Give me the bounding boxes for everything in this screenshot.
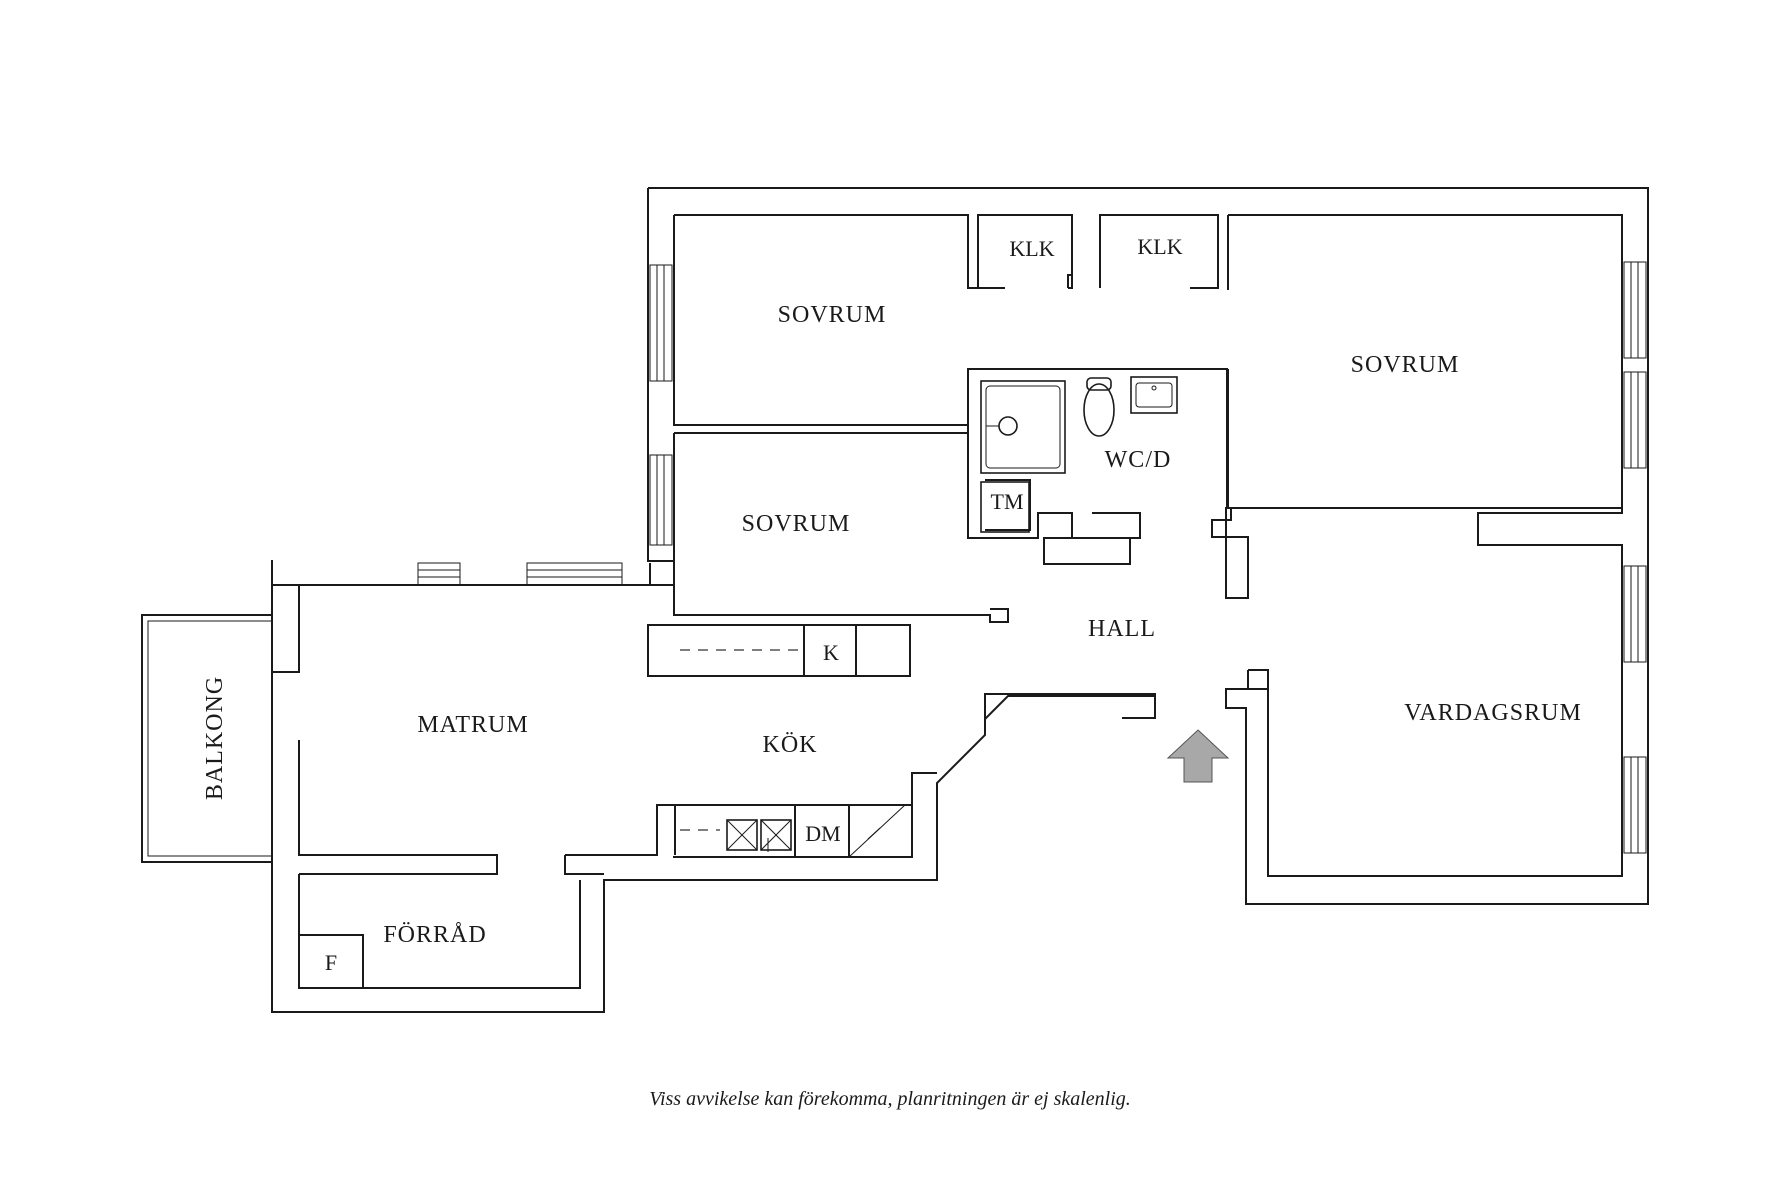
sink-icon: [1130, 376, 1178, 414]
room-label-f: F: [325, 950, 337, 975]
shower-icon: [980, 380, 1066, 474]
room-label-kok: KÖK: [763, 732, 818, 758]
room-label-sovrum-right: SOVRUM: [1351, 352, 1460, 378]
toilet-icon: [1083, 377, 1115, 437]
room-label-klk-2: KLK: [1137, 234, 1182, 259]
window-icon: [1623, 756, 1647, 854]
window-icon: [649, 454, 673, 546]
window-icon: [649, 264, 673, 382]
room-label-balkong: BALKONG: [202, 676, 228, 800]
room-label-wc: WC/D: [1105, 447, 1172, 473]
outer-walls: [271, 187, 1649, 1013]
window-icon: [1623, 371, 1647, 469]
room-label-sovrum-top: SOVRUM: [778, 302, 887, 328]
windows: [417, 261, 1647, 854]
entrance-arrow-icon: [1166, 729, 1230, 783]
window-icon: [526, 562, 623, 586]
washing-machine-box: [980, 481, 1030, 533]
stove-icon: [726, 819, 792, 852]
room-label-dm: DM: [805, 821, 840, 846]
inner-walls: [272, 214, 1623, 989]
room-label-forrad: FÖRRÅD: [383, 922, 486, 948]
window-icon: [417, 562, 461, 586]
room-label-tm: TM: [991, 489, 1024, 514]
room-label-hall: HALL: [1088, 616, 1156, 642]
room-label-matrum: MATRUM: [417, 712, 528, 738]
room-label-vardagsrum: VARDAGSRUM: [1404, 700, 1582, 726]
room-label-k: K: [823, 640, 839, 665]
window-icon: [1623, 565, 1647, 663]
window-icon: [1623, 261, 1647, 359]
balcony: [141, 614, 273, 863]
room-label-sovrum-mid: SOVRUM: [742, 511, 851, 537]
fridge-diagonal: [848, 804, 906, 858]
room-label-klk-1: KLK: [1009, 236, 1054, 261]
disclaimer-note: Viss avvikelse kan förekomma, planritnin…: [649, 1088, 1131, 1110]
